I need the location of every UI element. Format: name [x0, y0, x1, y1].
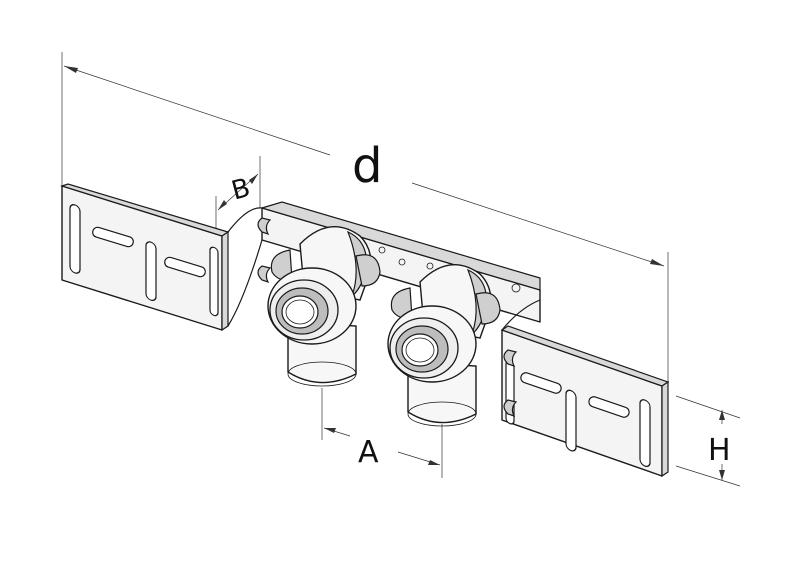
dimension-d-label: d	[352, 138, 382, 194]
right-flange	[500, 299, 670, 478]
dimension-b-label: B	[228, 173, 253, 207]
right-elbow-fitting	[387, 264, 501, 427]
left-flange	[60, 183, 263, 332]
dimension-h: H	[675, 395, 741, 487]
left-elbow-fitting	[267, 226, 381, 387]
left-flange-slots	[69, 204, 219, 317]
left-clips	[257, 217, 272, 284]
dimension-h-label: H	[708, 433, 731, 468]
dimension-a-label: A	[358, 435, 379, 470]
dimension-b: B	[215, 156, 261, 244]
right-clips	[503, 349, 518, 418]
dimension-d: d	[61, 52, 669, 382]
dimension-a: A	[321, 388, 443, 478]
